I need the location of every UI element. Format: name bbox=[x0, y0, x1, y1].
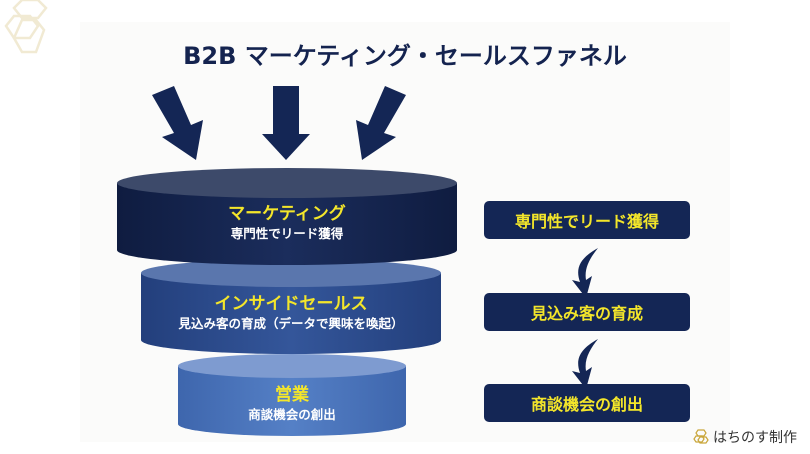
tier-title: マーケティング bbox=[228, 204, 346, 224]
arrow-down-center-head bbox=[262, 134, 310, 160]
step-lead-generation: 専門性でリード獲得 bbox=[484, 201, 690, 239]
page-title: B2B マーケティング・セールスファネル bbox=[183, 42, 627, 70]
step-nurturing: 見込み客の育成 bbox=[484, 293, 690, 331]
curved-arrow-down-icon bbox=[572, 339, 598, 389]
tier-sales-text: 営業 商談機会の創出 bbox=[178, 384, 406, 424]
tier-inside-sales-text: インサイドセールス 見込み客の育成（データで興味を喚起） bbox=[130, 293, 452, 333]
honeycomb-logo-icon bbox=[4, 0, 48, 54]
tier-subtitle: 見込み客の育成（データで興味を喚起） bbox=[178, 316, 404, 331]
curved-arrow-down-icon bbox=[572, 248, 598, 298]
tier-subtitle: 商談機会の創出 bbox=[248, 407, 336, 422]
funnel-tier-inside-sales bbox=[141, 259, 441, 354]
credit-label: はちのす制作 bbox=[713, 430, 797, 446]
honeycomb-icon bbox=[693, 429, 709, 444]
tier-subtitle: 専門性でリード獲得 bbox=[230, 226, 344, 241]
tier-marketing-text: マーケティング 専門性でリード獲得 bbox=[117, 203, 457, 243]
arrow-down-center-icon bbox=[273, 86, 299, 136]
arrow-down-right-icon bbox=[356, 86, 406, 160]
credit: はちのす制作 bbox=[693, 427, 797, 447]
arrow-down-left-icon bbox=[152, 86, 203, 160]
tier-title: インサイドセールス bbox=[214, 294, 368, 314]
funnel-tier-marketing bbox=[117, 168, 457, 265]
tier-title: 営業 bbox=[275, 385, 309, 405]
funnel-tier-sales bbox=[178, 354, 406, 436]
step-opportunity: 商談機会の創出 bbox=[484, 384, 690, 422]
